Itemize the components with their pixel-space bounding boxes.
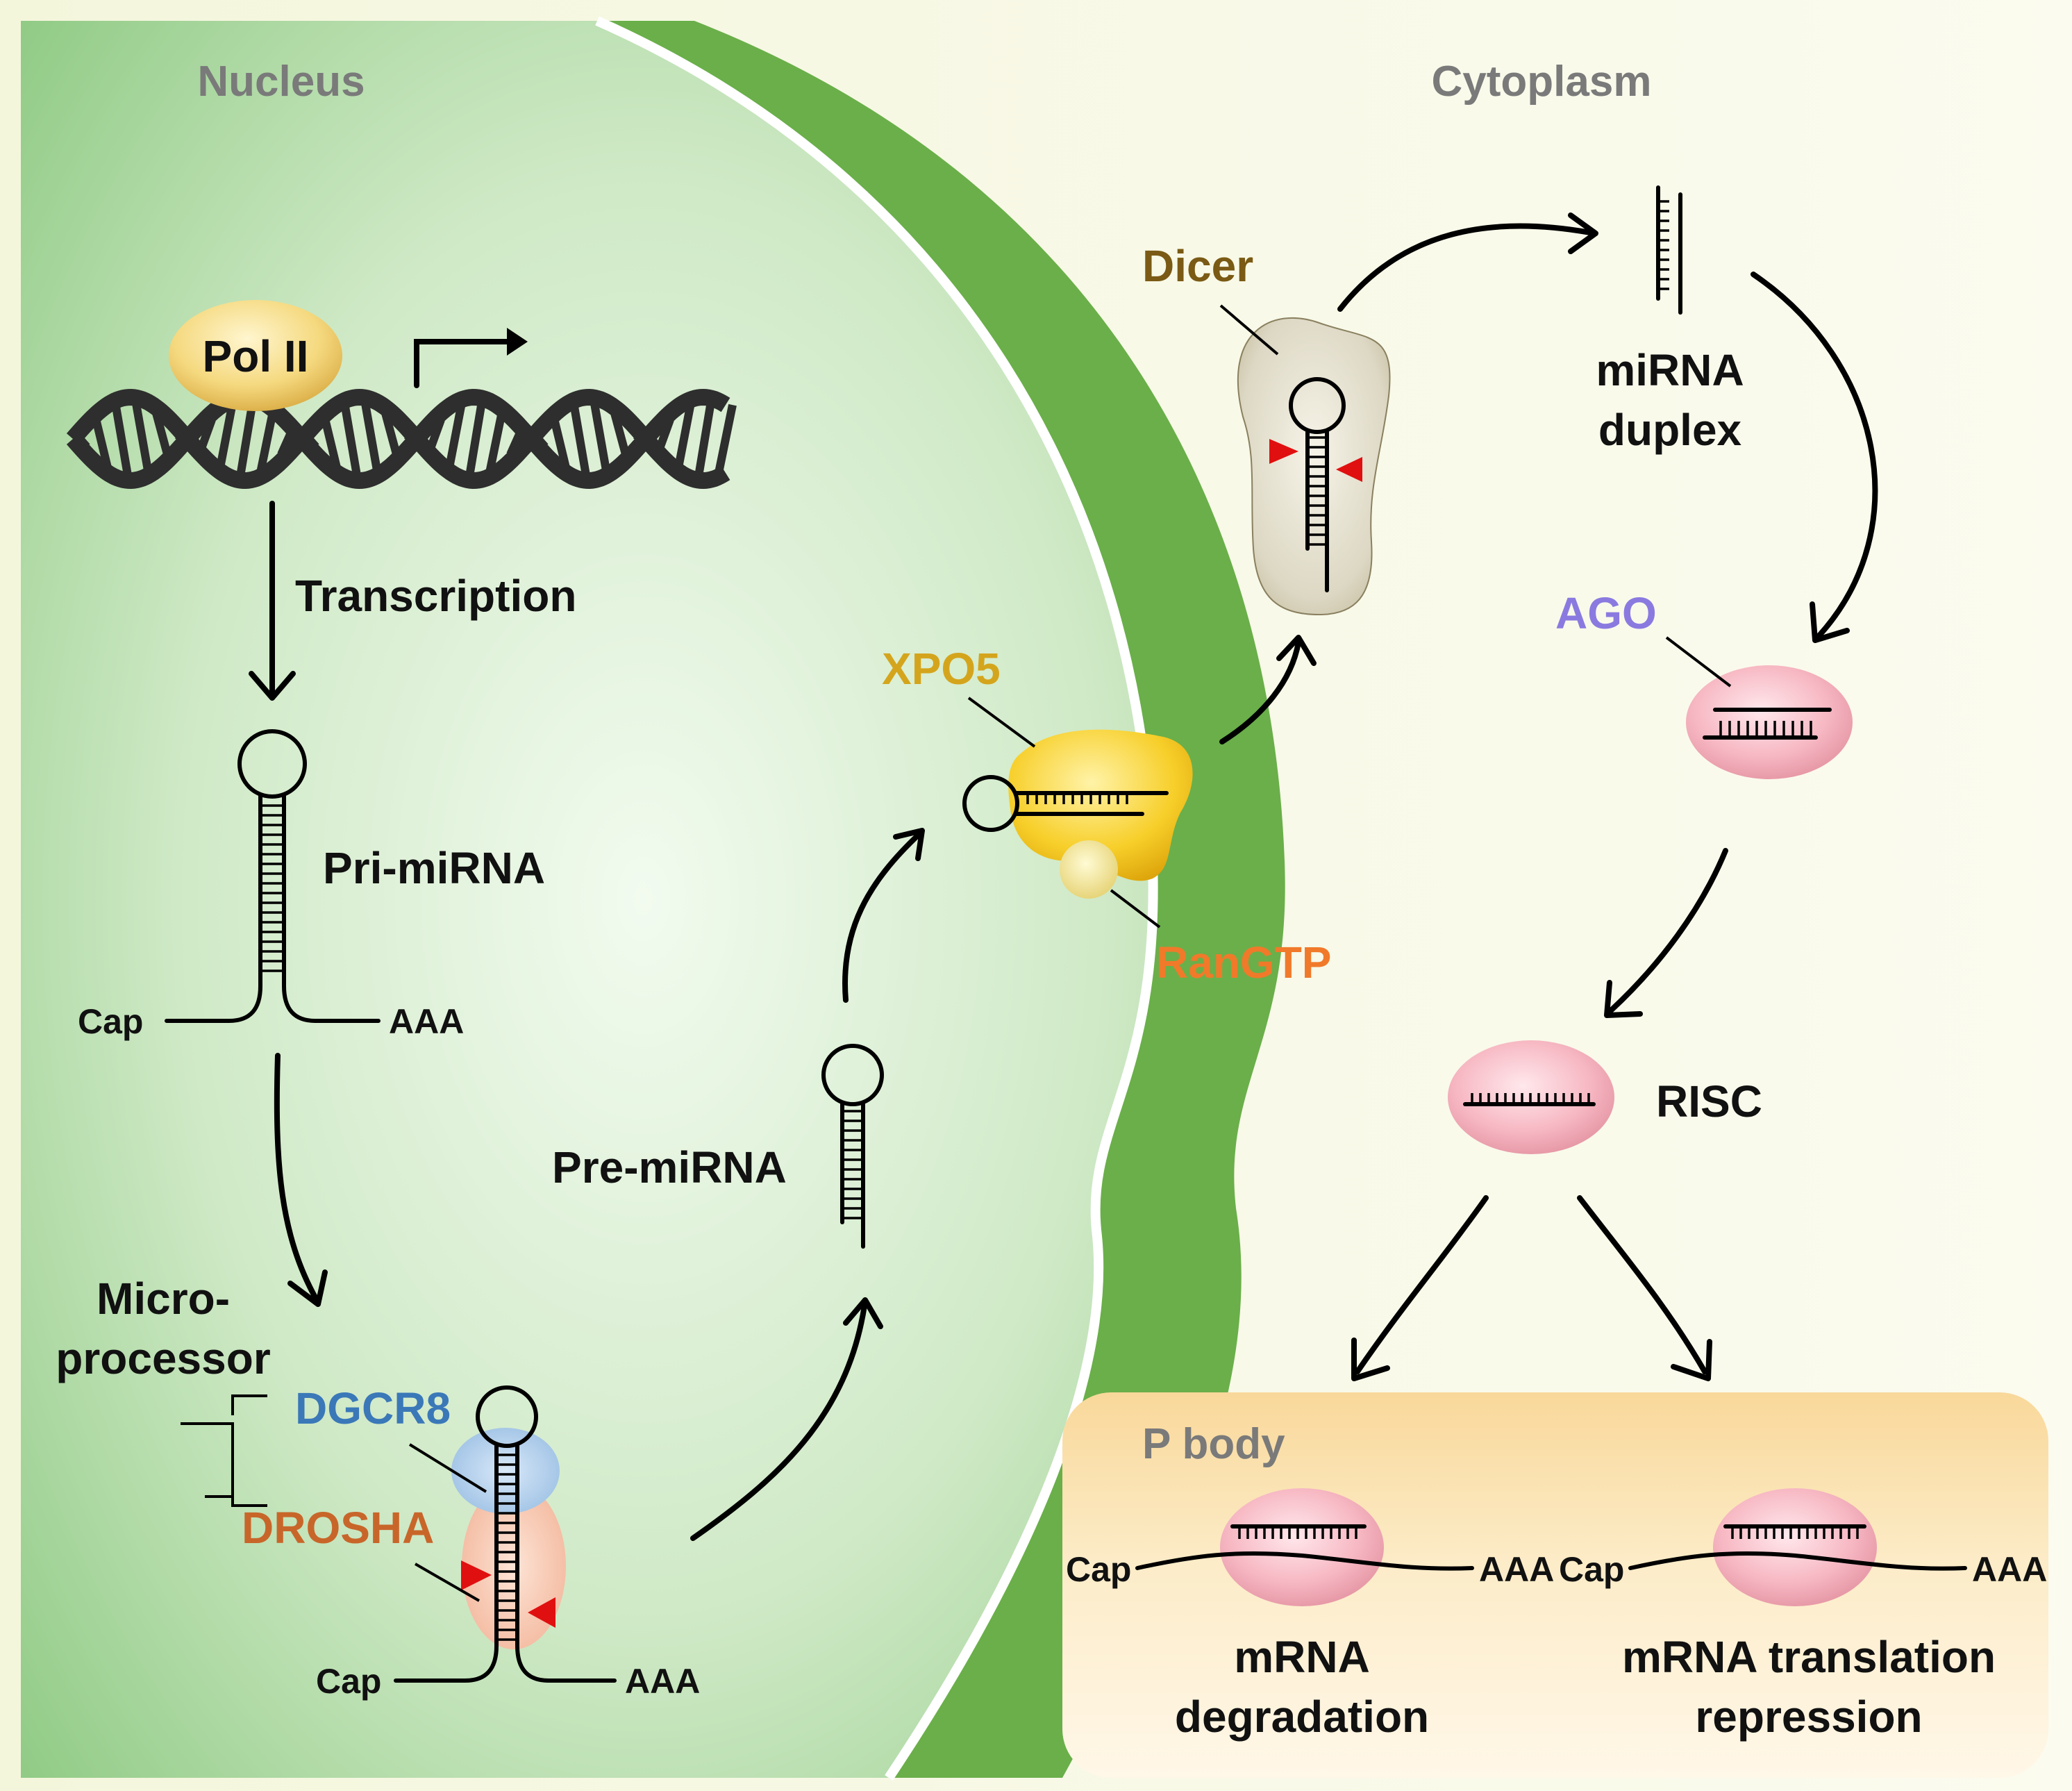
risc-to-repression-arrowhead	[1671, 1339, 1712, 1381]
repression-cap-label: Cap	[1559, 1550, 1624, 1589]
degradation-guide	[1230, 1524, 1367, 1539]
mirna-duplex-label-line2: duplex	[1598, 405, 1742, 455]
degradation-label-line2: degradation	[1175, 1692, 1429, 1742]
dna-base-pair	[235, 397, 258, 481]
rangtp-label: RanGTP	[1156, 938, 1331, 988]
dicer-pointer	[1219, 304, 1279, 356]
nucleus-region	[21, 21, 1153, 1778]
degradation-aaa-label: AAA	[1479, 1550, 1554, 1589]
risc-to-repression-arrow	[1577, 1195, 1707, 1374]
nucleus-title: Nucleus	[197, 58, 365, 106]
xpo5-pointer	[967, 697, 1036, 748]
microprocessor-label-line1: Micro-	[97, 1274, 230, 1324]
export-pre-mirna	[962, 775, 1169, 832]
transcription-arrowhead	[249, 671, 296, 701]
nuclear-envelope-gap	[595, 16, 1158, 1781]
mirna-duplex	[1656, 185, 1682, 315]
dgcr8-pointer	[408, 1443, 487, 1493]
export-to-dicer-arrowhead	[1276, 635, 1317, 666]
ago-to-risc-arrowhead	[1604, 980, 1643, 1018]
transcription-label: Transcription	[295, 571, 576, 621]
processing-arrow	[274, 1053, 319, 1301]
dgcr8-protein	[451, 1428, 560, 1514]
mp-aaa-label: AAA	[625, 1662, 700, 1701]
xpo5-label: XPO5	[882, 644, 1001, 694]
mirna-duplex-label-line1: miRNA	[1596, 345, 1744, 395]
dna-base-pair	[131, 399, 153, 479]
drosha-cut-marker-left	[461, 1560, 492, 1590]
dgcr8-label: DGCR8	[295, 1383, 451, 1433]
dicer-to-duplex-arrowhead	[1568, 213, 1598, 254]
mp-cap-label: Cap	[316, 1662, 381, 1701]
dna-base-pair	[340, 397, 362, 481]
xpo5-protein	[1008, 729, 1193, 881]
export-to-dicer-arrow	[1219, 640, 1301, 744]
dna-base-pair	[569, 397, 591, 481]
degradation-mrna	[1135, 1551, 1474, 1571]
dicer-to-duplex-arrow	[1337, 223, 1593, 312]
pri-aaa-label: AAA	[389, 1002, 464, 1041]
risc-to-degradation-arrow	[1355, 1195, 1489, 1374]
risc-to-degradation-arrowhead	[1351, 1338, 1390, 1381]
microprocessor-bracket	[181, 1394, 267, 1507]
nuclear-envelope	[597, 21, 1285, 1778]
microprocessor-label-line2: processor	[56, 1333, 270, 1383]
pre-mirna-label: Pre-miRNA	[552, 1142, 787, 1192]
pre-to-export-arrowhead	[893, 828, 925, 861]
dna-base-pair	[715, 403, 737, 474]
cytoplasm-title: Cytoplasm	[1432, 58, 1652, 106]
cleavage-arrowhead	[843, 1297, 883, 1329]
transcription-start-arrow	[414, 339, 517, 388]
risc-guide-strand	[1463, 1093, 1596, 1106]
dna-base-pair	[694, 397, 716, 481]
repression-label-line1: mRNA translation	[1622, 1632, 1996, 1682]
dna-helix	[66, 388, 737, 490]
duplex-to-ago-arrowhead	[1810, 601, 1850, 643]
repression-guide	[1723, 1524, 1866, 1539]
drosha-cut-marker-right	[528, 1597, 555, 1628]
processing-arrowhead	[287, 1269, 328, 1307]
degradation-risc	[1220, 1488, 1384, 1606]
rangtp-pointer	[1110, 889, 1161, 928]
microprocessor-hairpin	[394, 1385, 617, 1683]
repression-aaa-label: AAA	[1972, 1550, 2047, 1589]
rangtp-protein	[1060, 840, 1118, 899]
degradation-label-line1: mRNA	[1234, 1632, 1370, 1682]
pol-ii-label: Pol II	[203, 331, 309, 381]
pri-mirna-label: Pri-miRNA	[323, 843, 545, 893]
repression-risc	[1713, 1488, 1877, 1606]
dicer-pre-mirna	[1289, 377, 1346, 592]
dna-base-pair	[360, 399, 383, 479]
pol-ii-enzyme	[169, 300, 342, 411]
repression-mrna	[1628, 1551, 1967, 1571]
dna-base-pair	[590, 399, 612, 479]
pri-mirna-hairpin	[165, 729, 381, 1023]
pre-mirna-hairpin	[821, 1044, 884, 1249]
ago-duplex	[1703, 708, 1832, 740]
dicer-label: Dicer	[1142, 241, 1253, 291]
transcription-start-arrowhead	[507, 328, 528, 356]
drosha-pointer	[415, 1563, 480, 1602]
risc-label: RISC	[1656, 1076, 1762, 1126]
p-body-title: P body	[1142, 1420, 1285, 1468]
dicer-cut-marker-left	[1269, 439, 1298, 464]
degradation-cap-label: Cap	[1066, 1550, 1131, 1589]
cleavage-arrow	[690, 1303, 867, 1541]
duplex-to-ago-arrow	[1751, 272, 1878, 638]
dicer-cut-marker-right	[1336, 457, 1362, 482]
drosha-label: DROSHA	[242, 1503, 434, 1553]
ago-label: AGO	[1555, 588, 1657, 638]
pre-to-export-arrow	[842, 831, 923, 1003]
pri-cap-label: Cap	[78, 1002, 143, 1041]
repression-label-line2: repression	[1695, 1692, 1922, 1742]
ago-protein	[1686, 665, 1853, 779]
dna-base-pair	[110, 397, 133, 481]
ago-to-risc-arrow	[1608, 848, 1728, 1013]
dna-base-pair	[465, 397, 487, 481]
ago-pointer	[1665, 636, 1732, 688]
